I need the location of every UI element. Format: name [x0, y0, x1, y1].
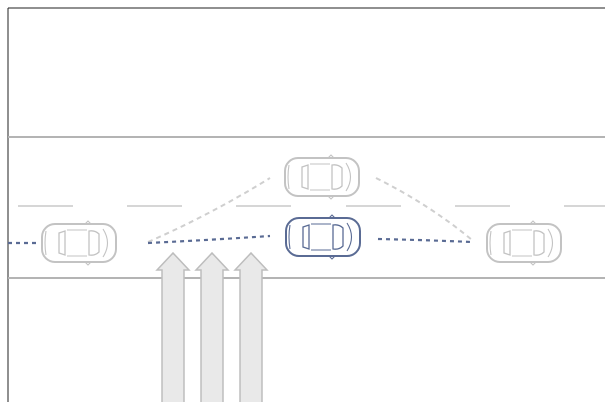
up-arrow-icon	[194, 251, 230, 402]
car-icon	[486, 220, 562, 266]
up-arrow-icon	[155, 251, 191, 402]
car-icon	[284, 154, 360, 200]
car-icon	[285, 214, 361, 260]
ego-path	[8, 234, 473, 245]
ghost-path	[147, 177, 473, 243]
push-arrows	[155, 251, 269, 402]
up-arrow-icon	[233, 251, 269, 402]
car-icon	[41, 220, 117, 266]
